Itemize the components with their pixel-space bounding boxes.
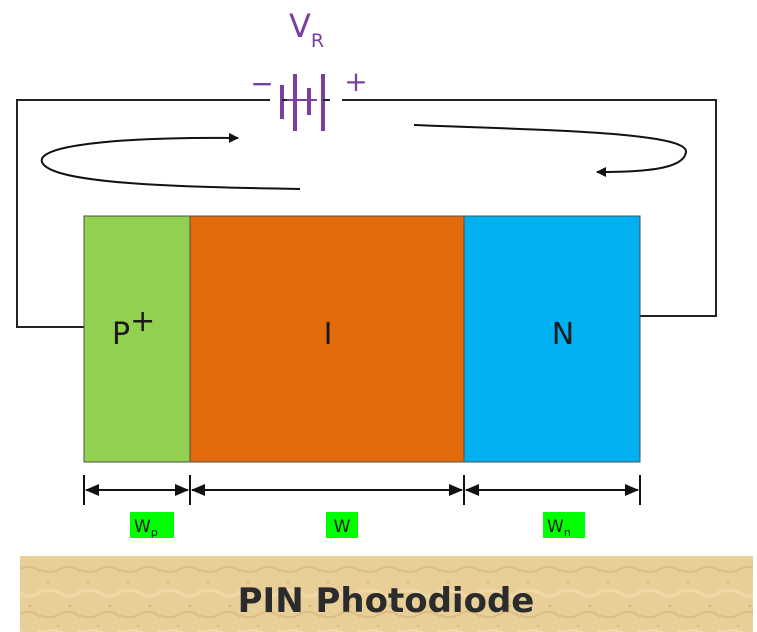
wp-label-sub: p xyxy=(151,526,158,539)
circuit-wire xyxy=(16,99,717,328)
w-label: W xyxy=(334,517,351,537)
title-banner xyxy=(20,556,753,632)
battery-minus-sign: − xyxy=(250,67,273,100)
battery-voltage-sub: R xyxy=(311,30,324,52)
dimension-ticks xyxy=(83,475,641,505)
wn-label-highlight xyxy=(543,512,585,538)
i-region-label: I xyxy=(324,317,333,352)
wn-label: Wn xyxy=(547,517,571,539)
p-region-sup: + xyxy=(130,304,155,339)
p-region xyxy=(83,215,191,463)
battery-symbol xyxy=(270,74,342,131)
wn-label-w: W xyxy=(547,517,564,537)
i-region xyxy=(189,215,465,463)
current-flow-left-arrow xyxy=(40,132,301,190)
battery-voltage-label: VR xyxy=(289,7,324,52)
wp-label: Wp xyxy=(134,517,158,539)
wp-label-highlight xyxy=(130,512,174,538)
n-region-label: N xyxy=(552,317,574,352)
n-region xyxy=(463,215,641,463)
w-label-highlight xyxy=(326,512,358,538)
battery-plus-sign: + xyxy=(344,65,367,98)
battery-voltage-v: V xyxy=(289,7,311,45)
title-text: PIN Photodiode xyxy=(238,581,535,621)
p-region-label: P+ xyxy=(112,304,155,352)
p-region-letter: P xyxy=(112,317,130,352)
wn-label-sub: n xyxy=(564,526,571,539)
current-flow-right-arrow xyxy=(413,124,688,177)
wp-label-w: W xyxy=(134,517,151,537)
